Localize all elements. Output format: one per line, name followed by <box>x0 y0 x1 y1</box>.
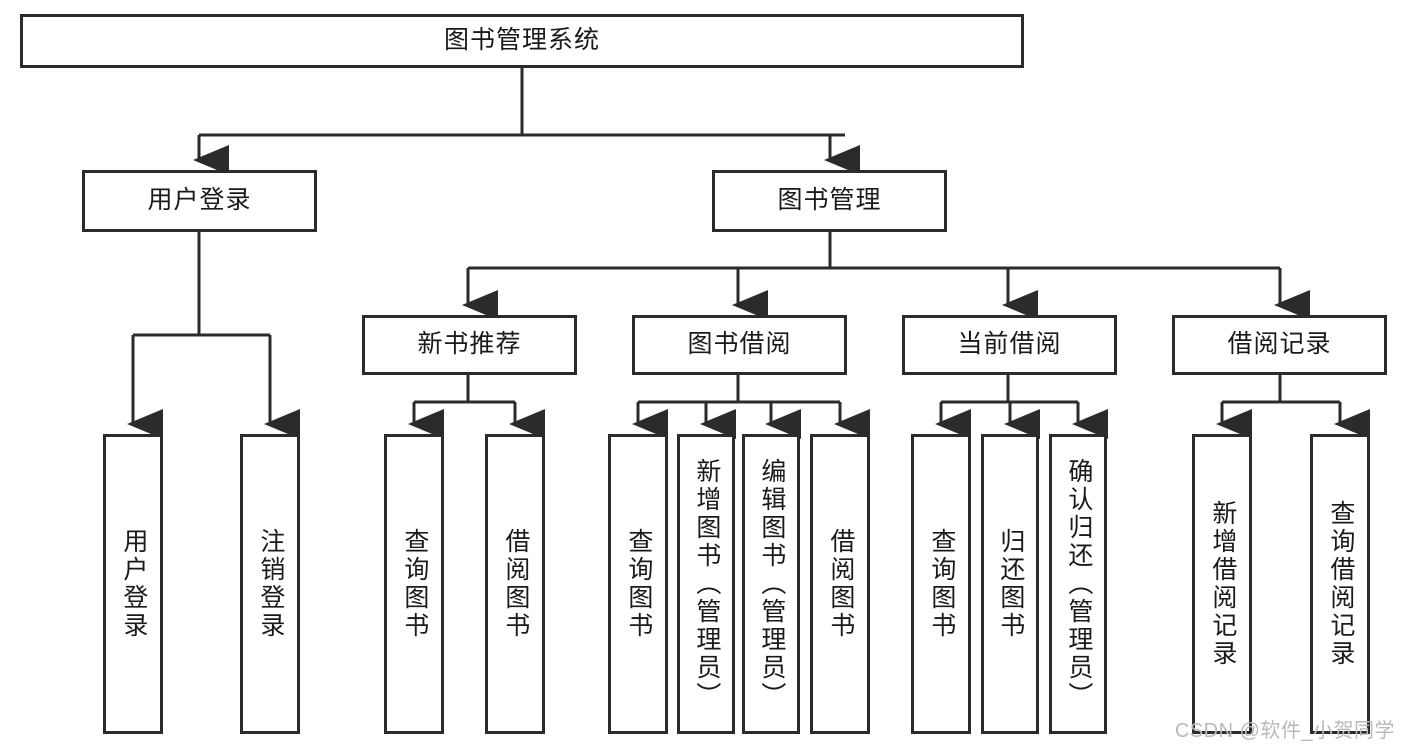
node-label: 借阅图书 <box>826 528 855 640</box>
node-new-book-recommend[interactable]: 新书推荐 <box>362 315 577 375</box>
leaf-current-query-book[interactable]: 查询图书 <box>911 434 971 734</box>
node-label: 新增借阅记录 <box>1208 500 1237 668</box>
node-label: 确认归还（管理员） <box>1064 458 1093 710</box>
node-root-book-management-system[interactable]: 图书管理系统 <box>20 14 1024 68</box>
node-label: 用户登录 <box>119 528 148 640</box>
node-label: 查询图书 <box>400 528 429 640</box>
leaf-current-return-book[interactable]: 归还图书 <box>981 434 1039 734</box>
leaf-borrow-borrow-book[interactable]: 借阅图书 <box>810 434 870 734</box>
node-label: 图书管理 <box>777 186 882 215</box>
node-user-login[interactable]: 用户登录 <box>82 170 317 232</box>
node-current-borrow[interactable]: 当前借阅 <box>902 315 1117 375</box>
node-label: 图书管理系统 <box>443 26 600 55</box>
node-borrow-record[interactable]: 借阅记录 <box>1172 315 1387 375</box>
node-label: 注销登录 <box>256 528 285 640</box>
leaf-new-book-borrow-book[interactable]: 借阅图书 <box>485 434 545 734</box>
leaf-user-login-login[interactable]: 用户登录 <box>103 434 163 734</box>
leaf-current-confirm-return-admin[interactable]: 确认归还（管理员） <box>1049 434 1107 734</box>
node-label: 图书借阅 <box>687 330 792 359</box>
watermark: CSDN @软件_小贺同学 <box>1174 720 1395 742</box>
leaf-borrow-edit-book-admin[interactable]: 编辑图书（管理员） <box>742 434 800 734</box>
node-book-borrow[interactable]: 图书借阅 <box>632 315 847 375</box>
leaf-record-query-borrow-record[interactable]: 查询借阅记录 <box>1310 434 1370 734</box>
node-label: 归还图书 <box>996 528 1025 640</box>
node-label: 借阅记录 <box>1227 330 1332 359</box>
node-label: 编辑图书（管理员） <box>757 458 786 710</box>
node-label: 新书推荐 <box>417 330 522 359</box>
leaf-user-login-logout[interactable]: 注销登录 <box>240 434 300 734</box>
node-label: 借阅图书 <box>501 528 530 640</box>
node-book-management[interactable]: 图书管理 <box>712 170 947 232</box>
leaf-borrow-query-book[interactable]: 查询图书 <box>608 434 668 734</box>
node-label: 查询图书 <box>927 528 956 640</box>
node-label: 用户登录 <box>147 186 252 215</box>
node-label: 查询图书 <box>624 528 653 640</box>
node-label: 新增图书（管理员） <box>692 458 721 710</box>
leaf-borrow-add-book-admin[interactable]: 新增图书（管理员） <box>677 434 735 734</box>
leaf-new-book-query-book[interactable]: 查询图书 <box>384 434 444 734</box>
leaf-record-add-borrow-record[interactable]: 新增借阅记录 <box>1192 434 1252 734</box>
node-label: 当前借阅 <box>957 330 1062 359</box>
node-label: 查询借阅记录 <box>1326 500 1355 668</box>
